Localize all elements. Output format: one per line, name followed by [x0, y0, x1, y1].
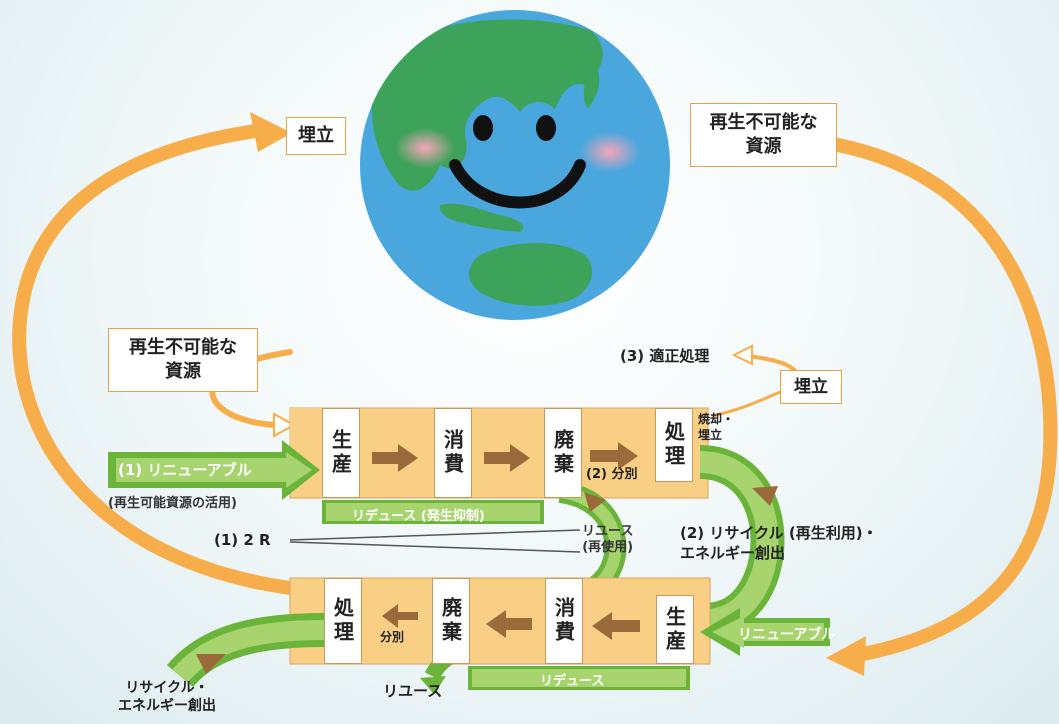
continent-islands: [439, 203, 524, 232]
reuse-mid-label: リユース (再使用): [582, 524, 634, 555]
nonrenewable-resource-box-left: 再生不可能な 資源: [108, 328, 258, 392]
flow-arrow-6: [382, 604, 418, 628]
flow-arrow-1: [372, 444, 418, 472]
reduce-bar-top-inner: [326, 503, 540, 521]
top-cell-treatment: 処理: [655, 408, 693, 482]
incineration-landfill-label: 焼却・ 埋立: [698, 412, 735, 442]
earth-globe: [360, 10, 670, 320]
landfill-box-right: 埋立: [780, 370, 842, 404]
proper-disposal-arrowhead: [731, 344, 753, 366]
resource-loop-arrow: [831, 138, 1058, 662]
renewable-top-label: (1) リニューアブル: [118, 461, 252, 479]
flow-arrow-5: [486, 610, 532, 638]
renewable-bottom-label: リニューアブル: [738, 627, 836, 643]
reduce-top-label: リデュース (発生抑制): [352, 509, 485, 524]
continent-japan: [583, 60, 600, 108]
continent-australia: [469, 242, 593, 306]
recycle-curve-inner: [694, 451, 779, 632]
recycle-bottom-arrowhead: [196, 654, 226, 674]
recycle-curve-arrowhead: [752, 486, 778, 506]
separation-bottom-label: 分別: [380, 630, 405, 644]
bottom-cell-consumption: 消費: [545, 578, 583, 664]
right-eye: [536, 115, 556, 141]
reduce-bottom-label: リデュース: [540, 674, 605, 689]
reuse-curve-arrowhead: [584, 492, 606, 512]
top-cell-disposal: 廃棄: [544, 408, 582, 498]
recycle-bottom-label: リサイクル・ エネルギー創出: [118, 680, 216, 714]
bottom-cell-treatment: 処理: [324, 578, 362, 664]
bottom-cell-disposal: 廃棄: [432, 578, 470, 664]
proper-disposal-label: (3) 適正処理: [620, 347, 710, 365]
landfill-box-top: 埋立: [286, 117, 346, 155]
reuse-bottom-label: リユース: [383, 682, 443, 700]
resource-inflow-arrowhead: [273, 412, 297, 438]
reduce-bar-bottom-inner: [472, 669, 686, 687]
landfill-link-line: [711, 390, 781, 418]
renewable-bottom-arrow-inner: [712, 616, 824, 648]
resource-loop-arrowhead: [826, 636, 866, 676]
right-cheek: [580, 132, 640, 172]
top-cell-production: 生産: [322, 408, 360, 498]
top-cell-consumption: 消費: [434, 408, 472, 498]
renewable-top-arrow-inner: [116, 452, 312, 488]
landfill-loop-arrow: [12, 123, 297, 595]
two-r-bracket: [289, 529, 581, 553]
reuse-bottom-arrowhead: [420, 676, 446, 694]
recycle-bottom-arrow-inner: [172, 620, 325, 683]
left-cheek: [395, 128, 455, 168]
renewable-top-sub-label: (再生可能資源の活用): [108, 496, 237, 511]
flow-arrow-3: [590, 442, 638, 470]
left-eye: [473, 115, 493, 141]
bottom-cell-production: 生産: [656, 595, 694, 664]
smile-mouth: [449, 159, 586, 209]
flow-arrow-2: [484, 444, 530, 472]
separation-top-label: (2) 分別: [586, 467, 638, 482]
landfill-loop-arrowhead: [250, 112, 292, 152]
flow-arrow-4: [592, 612, 640, 640]
two-r-label: (1) 2 R: [214, 531, 271, 549]
recycle-mid-label: (2) リサイクル (再生利用)・ エネルギー創出: [680, 524, 878, 562]
nonrenewable-resource-box-top-right: 再生不可能な 資源: [690, 103, 837, 167]
